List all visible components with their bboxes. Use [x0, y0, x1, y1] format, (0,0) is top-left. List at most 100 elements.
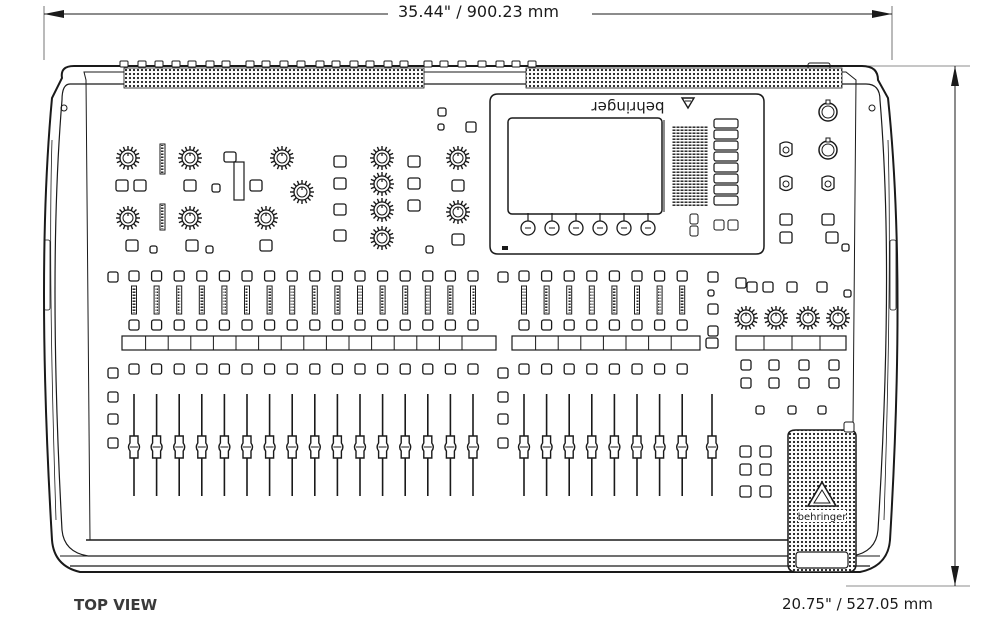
dynamics-knob[interactable]	[370, 146, 394, 170]
button[interactable]	[407, 199, 421, 212]
channel-select-button[interactable]	[354, 270, 366, 282]
channel-solo-button[interactable]	[653, 363, 666, 375]
channel-solo-button[interactable]	[467, 363, 479, 375]
bank-button[interactable]	[497, 413, 509, 425]
channel-select-button[interactable]	[518, 270, 530, 282]
headphone-jack[interactable]	[821, 175, 835, 192]
assign-button[interactable]	[759, 485, 772, 498]
channel-mute-button[interactable]	[586, 319, 598, 331]
assign-button[interactable]	[739, 445, 752, 458]
layer-select-button[interactable]	[497, 271, 509, 283]
button[interactable]	[115, 179, 129, 192]
bus-button[interactable]	[768, 359, 780, 371]
channel-select-button[interactable]	[563, 270, 575, 282]
screen-side-button[interactable]	[713, 129, 739, 140]
channel-fader[interactable]	[653, 394, 666, 496]
channel-solo-button[interactable]	[608, 363, 621, 375]
channel-fader[interactable]	[399, 394, 412, 496]
channel-fader[interactable]	[444, 394, 457, 496]
bank-button[interactable]	[107, 437, 119, 449]
channel-select-button[interactable]	[586, 270, 598, 282]
bus-button[interactable]	[768, 377, 780, 389]
channel-fader[interactable]	[331, 394, 344, 496]
assign-button[interactable]	[739, 463, 752, 476]
channel-fader[interactable]	[240, 394, 254, 496]
screen-side-button[interactable]	[713, 151, 739, 162]
eq-knob[interactable]	[290, 180, 314, 204]
button[interactable]	[497, 367, 509, 379]
screen-encoder[interactable]	[616, 213, 632, 236]
layer-select-button[interactable]	[707, 271, 719, 283]
dynamics-knob[interactable]	[370, 198, 394, 222]
channel-select-button[interactable]	[263, 270, 276, 282]
channel-solo-button[interactable]	[354, 363, 366, 375]
channel-solo-button[interactable]	[128, 363, 140, 375]
channel-mute-button[interactable]	[173, 319, 185, 331]
channel-select-button[interactable]	[150, 270, 163, 282]
channel-select-button[interactable]	[218, 270, 231, 282]
channel-select-button[interactable]	[676, 270, 688, 282]
channel-mute-button[interactable]	[150, 319, 163, 331]
bus-button[interactable]	[798, 359, 810, 371]
channel-solo-button[interactable]	[286, 363, 298, 375]
button[interactable]	[407, 177, 421, 190]
headphone-jack[interactable]	[779, 141, 793, 158]
channel-fader[interactable]	[676, 394, 689, 496]
channel-fader[interactable]	[517, 394, 531, 496]
button[interactable]	[841, 243, 850, 252]
bus-button[interactable]	[816, 281, 828, 293]
channel-mute-button[interactable]	[653, 319, 666, 331]
bank-button[interactable]	[107, 413, 119, 425]
button[interactable]	[779, 231, 793, 244]
bus-button[interactable]	[786, 281, 798, 293]
screen-encoder[interactable]	[568, 213, 584, 236]
bus-knob[interactable]	[826, 306, 850, 330]
channel-select-button[interactable]	[399, 270, 411, 282]
bus-button[interactable]	[740, 377, 752, 389]
button[interactable]	[149, 245, 158, 254]
channel-select-button[interactable]	[653, 270, 666, 282]
channel-mute-button[interactable]	[518, 319, 530, 331]
channel-solo-button[interactable]	[196, 363, 208, 375]
channel-mute-button[interactable]	[309, 319, 321, 331]
channel-fader[interactable]	[353, 394, 367, 496]
channel-mute-button[interactable]	[540, 319, 553, 331]
bus-button[interactable]	[746, 281, 758, 293]
channel-mute-button[interactable]	[241, 319, 253, 331]
button[interactable]	[333, 203, 347, 216]
channel-select-button[interactable]	[331, 270, 344, 282]
bank-button[interactable]	[107, 391, 119, 403]
channel-select-button[interactable]	[467, 270, 479, 282]
screen-side-button[interactable]	[713, 118, 739, 129]
channel-mute-button[interactable]	[263, 319, 276, 331]
channel-select-button[interactable]	[608, 270, 621, 282]
gain-knob[interactable]	[116, 206, 140, 230]
channel-select-button[interactable]	[540, 270, 553, 282]
screen-side-button[interactable]	[713, 184, 739, 195]
bus-button[interactable]	[740, 359, 752, 371]
layer-select-button[interactable]	[707, 303, 719, 315]
channel-fader[interactable]	[173, 394, 186, 496]
assign-button[interactable]	[759, 445, 772, 458]
channel-select-button[interactable]	[173, 270, 185, 282]
button[interactable]	[333, 177, 347, 190]
bus-button[interactable]	[817, 405, 827, 415]
channel-mute-button[interactable]	[218, 319, 231, 331]
channel-mute-button[interactable]	[376, 319, 389, 331]
bus-knob[interactable]	[734, 306, 758, 330]
channel-select-button[interactable]	[241, 270, 253, 282]
button[interactable]	[125, 239, 139, 252]
layer-select-button[interactable]	[107, 271, 119, 283]
channel-select-button[interactable]	[631, 270, 643, 282]
channel-fader[interactable]	[585, 394, 598, 496]
button[interactable]	[425, 245, 434, 254]
channel-solo-button[interactable]	[540, 363, 553, 375]
button[interactable]	[185, 239, 199, 252]
fx-knob[interactable]	[446, 146, 470, 170]
button[interactable]	[825, 231, 839, 244]
button[interactable]	[843, 289, 852, 298]
bank-button[interactable]	[497, 391, 509, 403]
fx-knob[interactable]	[446, 200, 470, 224]
channel-solo-button[interactable]	[150, 363, 163, 375]
channel-solo-button[interactable]	[563, 363, 575, 375]
